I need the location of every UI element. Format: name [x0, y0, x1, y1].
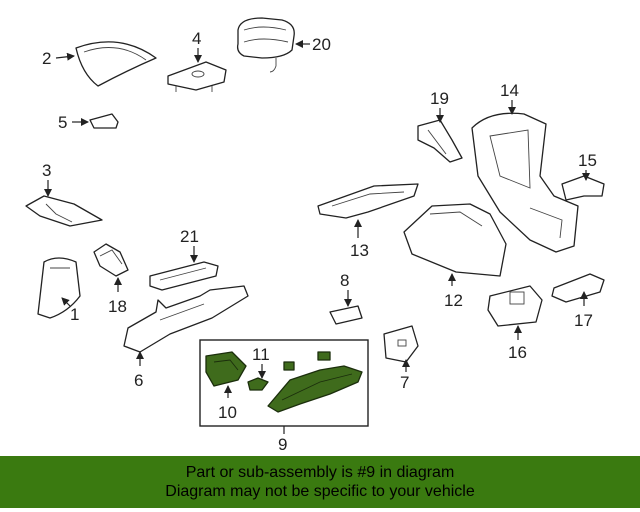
callout-2: 2	[42, 49, 51, 68]
info-banner: Part or sub-assembly is #9 in diagram Di…	[0, 456, 640, 508]
callout-3: 3	[42, 161, 51, 180]
part-18-vent-duct[interactable]	[93, 243, 129, 277]
part-9-highlighted-assembly[interactable]	[205, 351, 363, 413]
callout-16: 16	[508, 343, 527, 362]
parts-diagram: 2 4 20 5 3 1 18	[25, 17, 605, 454]
callout-20: 20	[312, 35, 331, 54]
callout-18: 18	[108, 297, 127, 316]
callout-17: 17	[574, 311, 593, 330]
callout-14: 14	[500, 81, 519, 100]
callout-15: 15	[578, 151, 597, 170]
part-5-clip[interactable]	[89, 113, 119, 129]
callout-8: 8	[340, 271, 349, 290]
part-13-tray[interactable]	[317, 183, 419, 219]
callout-7: 7	[400, 373, 409, 392]
callout-1: 1	[70, 305, 79, 324]
part-8-plate[interactable]	[329, 305, 363, 325]
callout-9: 9	[278, 435, 287, 454]
banner-line-1: Part or sub-assembly is #9 in diagram	[185, 464, 455, 481]
part-3-trim-panel[interactable]	[25, 195, 103, 227]
part-4-bracket[interactable]	[167, 61, 227, 92]
part-12-console-side-panel[interactable]	[403, 203, 507, 277]
banner-line-2: Diagram may not be specific to your vehi…	[165, 483, 475, 500]
part-21-bracket-rail[interactable]	[149, 261, 219, 291]
callout-5: 5	[58, 113, 67, 132]
part-16-switch-module[interactable]	[487, 285, 543, 327]
callout-11: 11	[252, 345, 270, 364]
callout-13: 13	[350, 241, 369, 260]
part-17-connector[interactable]	[551, 273, 605, 303]
callout-4: 4	[192, 29, 201, 48]
callout-10: 10	[218, 403, 237, 422]
callout-19: 19	[430, 89, 449, 108]
part-20-storage-bin[interactable]	[236, 17, 295, 73]
callout-6: 6	[134, 371, 143, 390]
part-19-small-trim[interactable]	[417, 119, 463, 163]
part-2-armrest-lid[interactable]	[75, 41, 157, 87]
part-6-support-bracket[interactable]	[123, 285, 249, 353]
callout-12: 12	[444, 291, 463, 310]
part-7-end-cap[interactable]	[383, 325, 419, 363]
callout-21: 21	[180, 227, 199, 246]
part-15-clip[interactable]	[561, 175, 605, 201]
part-14-console-bezel[interactable]	[471, 112, 579, 253]
